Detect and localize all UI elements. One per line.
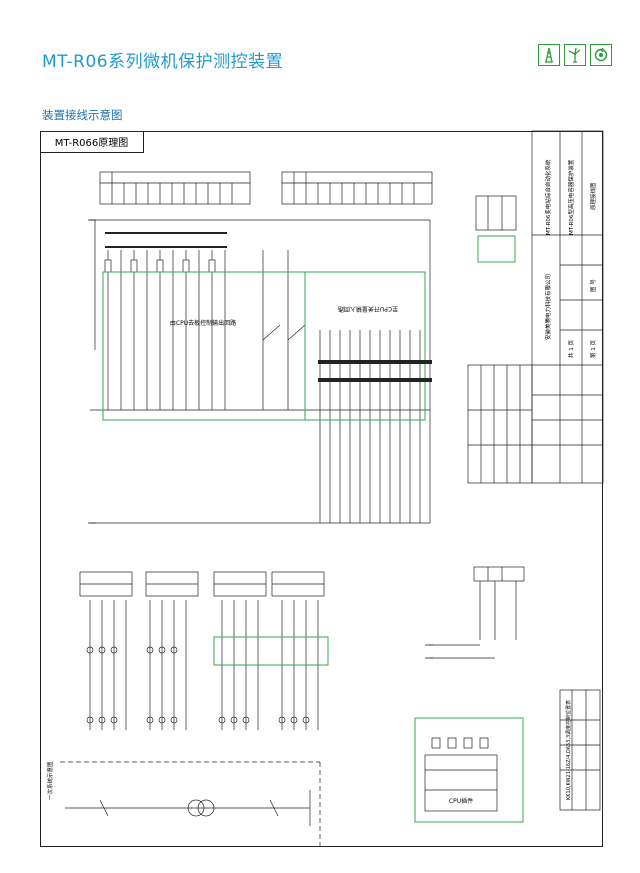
title-block-page: 第 1 页 [589, 340, 597, 358]
page-title: MT-R06系列微机保护测控装置 [42, 52, 284, 72]
drawing-label: MT-R066原理图 [40, 131, 144, 153]
switch-position-note: KK10,KW21-16Z/4,D653,3调度控制位置表 [565, 700, 572, 800]
title-block-device-name: MT-R06型高压电容器保护装置 [567, 159, 575, 235]
title-block-company: 安徽美腾电力科技有限公司 [544, 274, 552, 340]
recycle-icon [590, 44, 612, 66]
title-block-drawing-no: 图 号 [589, 279, 597, 292]
cpu-input-label: 至CPU开关量输入回路 [338, 305, 398, 313]
cpu-block-label: CPU插件 [449, 797, 473, 805]
title-block-system-name: MT-R06变电站综合自动化系统 [544, 159, 552, 235]
section-title: 装置接线示意图 [42, 108, 123, 122]
primary-bus-label: 一次系统示意图 [46, 761, 54, 800]
cpu-control-label: 由CPU去板控制输出回路 [170, 319, 236, 327]
drawing-sheet [40, 131, 603, 847]
tower-icon [538, 44, 560, 66]
turbine-icon [564, 44, 586, 66]
header-icon-group [538, 44, 612, 66]
title-block-total: 共 1 页 [567, 340, 575, 358]
title-block-sheet-name: 原理接线图 [589, 182, 597, 210]
